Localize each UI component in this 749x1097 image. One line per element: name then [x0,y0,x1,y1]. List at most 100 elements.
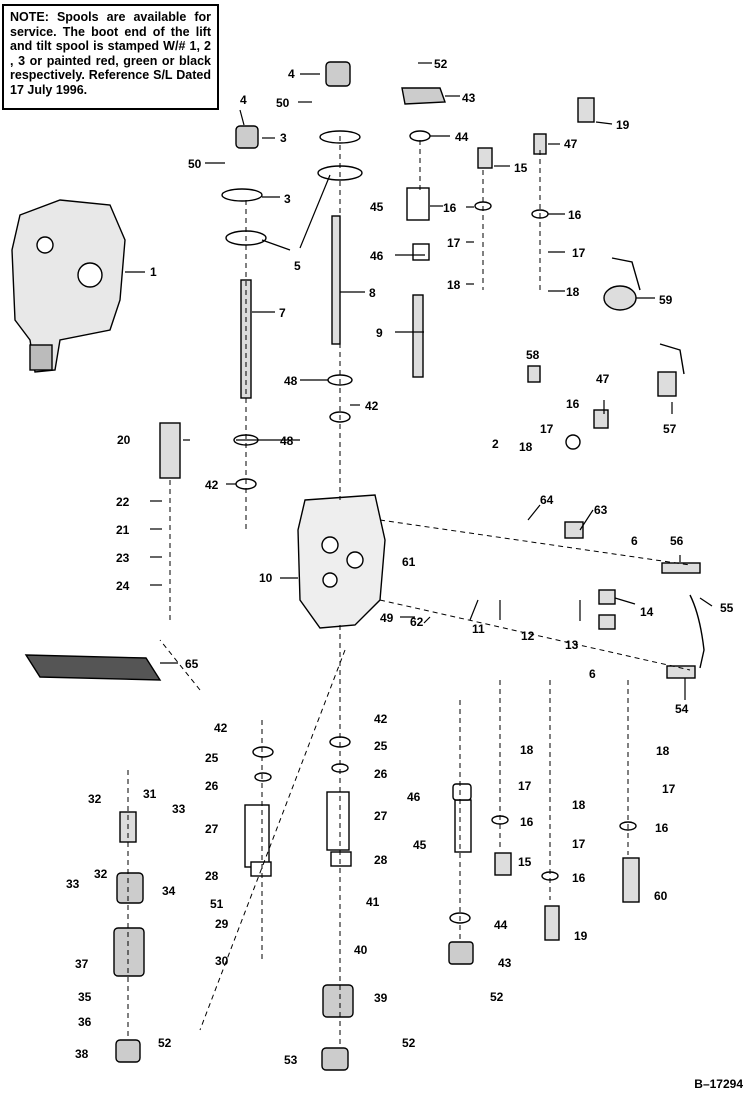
callout-42b: 42 [365,399,379,413]
callout-26b: 26 [374,767,388,781]
callout-18b: 18 [566,285,580,299]
callout-24: 24 [116,579,130,593]
callout-52c: 52 [490,990,504,1004]
callout-50b: 50 [276,96,290,110]
valve-assembly-shape [11,199,126,373]
callout-31: 31 [143,787,157,801]
callout-17c: 17 [540,422,554,436]
callout-18e: 18 [572,798,586,812]
callout-17e: 17 [572,837,586,851]
callout-19b: 19 [574,929,588,943]
callout-47b: 47 [596,372,610,386]
callout-50a: 50 [188,157,202,171]
callout-39: 39 [374,991,388,1005]
callout-8: 8 [369,286,376,300]
callout-18a: 18 [447,278,461,292]
callout-58: 58 [526,348,540,362]
callout-60: 60 [654,889,668,903]
callout-52d: 52 [402,1036,416,1050]
callout-16f: 16 [655,821,669,835]
callout-4a: 4 [288,67,295,81]
callout-12: 12 [521,629,535,643]
leader-lines [125,62,713,700]
callout-32b: 32 [94,867,108,881]
callout-16d: 16 [520,815,534,829]
callout-15b: 15 [518,855,532,869]
callout-9: 9 [376,326,383,340]
callout-22: 22 [116,495,130,509]
callout-7: 7 [279,306,286,320]
callout-48b: 48 [280,434,294,448]
callout-18d: 18 [520,743,534,757]
callout-21: 21 [116,523,130,537]
callout-53: 53 [284,1053,298,1067]
callout-3a: 3 [280,131,287,145]
callout-4b: 4 [240,93,247,107]
alignment-lines [127,136,691,1045]
callout-29: 29 [215,917,229,931]
callout-5: 5 [294,259,301,273]
callout-16b: 16 [568,208,582,222]
callout-57: 57 [663,422,677,436]
callout-17a: 17 [447,236,461,250]
callout-55: 55 [720,601,734,615]
callout-28a: 28 [205,869,219,883]
callout-42a: 42 [205,478,219,492]
callout-43a: 43 [462,91,476,105]
note-label: NOTE: [10,10,49,24]
callout-63: 63 [594,503,608,517]
note-text: Spools are available for service. The bo… [10,10,211,97]
callout-52b: 52 [158,1036,172,1050]
callout-36: 36 [78,1015,92,1029]
callout-18c: 18 [519,440,533,454]
callout-46b: 46 [407,790,421,804]
callout-37: 37 [75,957,89,971]
callout-18f: 18 [656,744,670,758]
callout-40: 40 [354,943,368,957]
callout-6a: 6 [631,534,638,548]
callout-42c: 42 [214,721,228,735]
callout-26a: 26 [205,779,219,793]
callout-labels: 1 2 3 3 4 4 5 6 6 7 8 9 10 11 12 13 14 1… [66,57,734,1067]
callout-11: 11 [472,622,485,636]
callout-25b: 25 [374,739,388,753]
drawing-reference-number: B–17294 [694,1077,743,1091]
callout-47a: 47 [564,137,578,151]
callout-3b: 3 [284,192,291,206]
callout-62: 62 [410,615,424,629]
callout-15a: 15 [514,161,528,175]
callout-59: 59 [659,293,673,307]
callout-52a: 52 [434,57,448,71]
callout-38: 38 [75,1047,89,1061]
callout-49: 49 [380,611,394,625]
callout-25a: 25 [205,751,219,765]
callout-65: 65 [185,657,199,671]
spool-note-box: NOTE: Spools are available for service. … [2,4,219,110]
callout-32a: 32 [88,792,102,806]
callout-23: 23 [116,551,130,565]
callout-27b: 27 [374,809,388,823]
callout-46a: 46 [370,249,384,263]
callout-41: 41 [366,895,380,909]
callout-45b: 45 [413,838,427,852]
callout-16a: 16 [443,201,457,215]
callout-42d: 42 [374,712,388,726]
callout-13: 13 [565,638,579,652]
callout-28b: 28 [374,853,388,867]
callout-64: 64 [540,493,554,507]
callout-17f: 17 [662,782,676,796]
valve-body-shape [297,494,386,629]
callout-54: 54 [675,702,689,716]
callout-48a: 48 [284,374,298,388]
callout-33a: 33 [172,802,186,816]
callout-35: 35 [78,990,92,1004]
callout-61: 61 [402,555,416,569]
callout-44b: 44 [494,918,508,932]
callout-10: 10 [259,571,273,585]
callout-20: 20 [117,433,131,447]
callout-44a: 44 [455,130,469,144]
callout-56: 56 [670,534,684,548]
callout-17d: 17 [518,779,532,793]
callout-2: 2 [492,437,499,451]
